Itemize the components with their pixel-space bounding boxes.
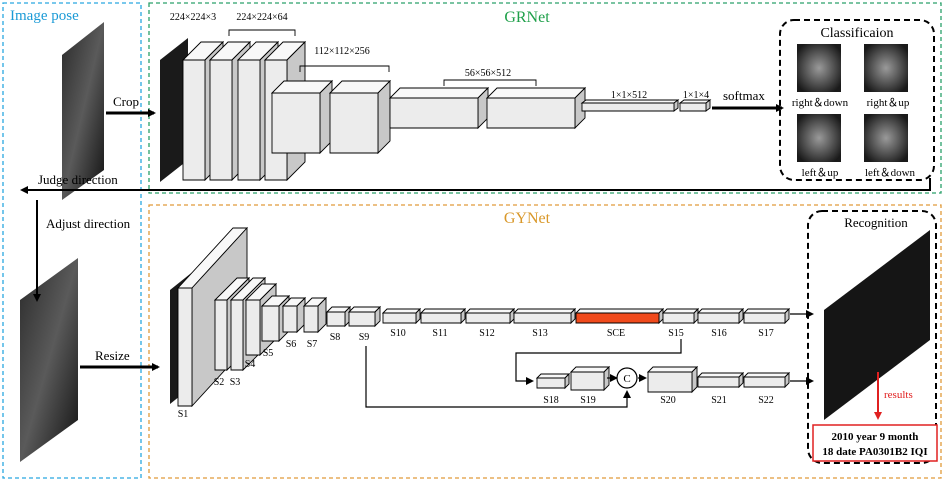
- result-line-2: 18 date PA0301B2 IQI: [822, 446, 927, 458]
- grnet-blocks: [183, 42, 710, 180]
- gynet-stage-s17: [744, 309, 789, 323]
- gynet-stage-s18: [537, 374, 569, 388]
- stage-label-s22: S22: [758, 395, 774, 406]
- stage-label-s21: S21: [711, 395, 727, 406]
- class-label-right-down: right＆down: [792, 97, 849, 109]
- grnet-block-56-2: [487, 88, 585, 128]
- stage-label-s8: S8: [330, 332, 341, 343]
- class-label-left-up: left＆up: [802, 167, 839, 179]
- gynet-title: GYNet: [504, 210, 551, 227]
- result-line-1: 2010 year 9 month: [832, 431, 919, 443]
- stage-label-s19: S19: [580, 395, 596, 406]
- grnet-pool-block-2: [330, 81, 390, 153]
- grnet-brace-2: [229, 30, 295, 36]
- gynet-stage-s10: [383, 309, 420, 323]
- stage-label-s10: S10: [390, 328, 406, 339]
- stage-label-s5: S5: [263, 348, 274, 359]
- stage-label-s13: S13: [532, 328, 548, 339]
- crop-label: Crop: [113, 94, 139, 109]
- stage-label-s2: S2: [214, 377, 225, 388]
- image-pose-title: Image pose: [10, 8, 79, 24]
- grnet-dim-6: 1×1×4: [683, 90, 709, 101]
- stage-label-s11: S11: [432, 328, 447, 339]
- stage-label-s3: S3: [230, 377, 241, 388]
- stage-label-s17: S17: [758, 328, 774, 339]
- grnet-dim-5: 1×1×512: [611, 90, 647, 101]
- stage-label-sce: SCE: [607, 328, 625, 339]
- grnet-fc-512: [582, 100, 678, 111]
- gynet-stage-s16: [698, 309, 743, 323]
- gynet-stage-s15: [663, 309, 698, 323]
- judge-direction-arrow: [22, 178, 930, 190]
- class-tile-left-up: [797, 114, 841, 162]
- classification-title: Classificaion: [820, 26, 893, 41]
- gynet-stage-s8: [327, 307, 350, 326]
- resize-label: Resize: [95, 348, 130, 363]
- stage-label-s1: S1: [178, 409, 189, 420]
- gynet-stage-s9: [349, 307, 380, 326]
- stage-label-s4: S4: [245, 359, 256, 370]
- stage-label-s20: S20: [660, 395, 676, 406]
- grnet-dim-3: 112×112×256: [314, 46, 370, 57]
- gynet-stage-s13: [514, 309, 575, 323]
- softmax-label: softmax: [723, 88, 765, 103]
- stage-label-s12: S12: [479, 328, 495, 339]
- grnet-brace-3: [300, 66, 389, 72]
- stage-label-s16: S16: [711, 328, 727, 339]
- gynet-stage-s20: [648, 367, 697, 392]
- results-label: results: [884, 389, 913, 401]
- gynet-blocks: [178, 228, 789, 406]
- grnet-dim-4: 56×56×512: [465, 68, 511, 79]
- concat-node-label: C: [623, 373, 630, 385]
- gynet-stage-s6: [283, 298, 305, 332]
- stage-label-s7: S7: [307, 339, 318, 350]
- gynet-stage-s19: [571, 367, 609, 390]
- grnet-block-56-1: [390, 88, 488, 128]
- gynet-stage-s12: [466, 309, 514, 323]
- grnet-title: GRNet: [504, 9, 550, 26]
- recognition-title: Recognition: [844, 215, 908, 230]
- judge-direction-label: Judge direction: [38, 172, 118, 187]
- gynet-stage-s22: [744, 373, 789, 387]
- stage-label-s9: S9: [359, 332, 370, 343]
- stage-label-s6: S6: [286, 339, 297, 350]
- gynet-stage-sce: [576, 309, 663, 323]
- grnet-dim-1: 224×224×3: [170, 12, 216, 23]
- class-tile-right-down: [797, 44, 841, 92]
- stage-label-s18: S18: [543, 395, 559, 406]
- class-tile-left-down: [864, 114, 908, 162]
- gynet-stage-s7: [304, 298, 326, 332]
- class-tile-right-up: [864, 44, 908, 92]
- grnet-pool-block-1: [272, 81, 332, 153]
- input-xray-image-bottom: [20, 258, 78, 462]
- stage-label-s15: S15: [668, 328, 684, 339]
- class-label-left-down: left＆down: [865, 167, 916, 179]
- grnet-brace-4: [444, 80, 536, 86]
- adjust-direction-label: Adjust direction: [46, 216, 131, 231]
- gynet-stage-s11: [421, 309, 465, 323]
- class-label-right-up: right＆up: [867, 97, 910, 109]
- grnet-fc-4: [680, 100, 710, 111]
- gynet-stage-s21: [698, 373, 743, 387]
- grnet-dim-2: 224×224×64: [236, 12, 287, 23]
